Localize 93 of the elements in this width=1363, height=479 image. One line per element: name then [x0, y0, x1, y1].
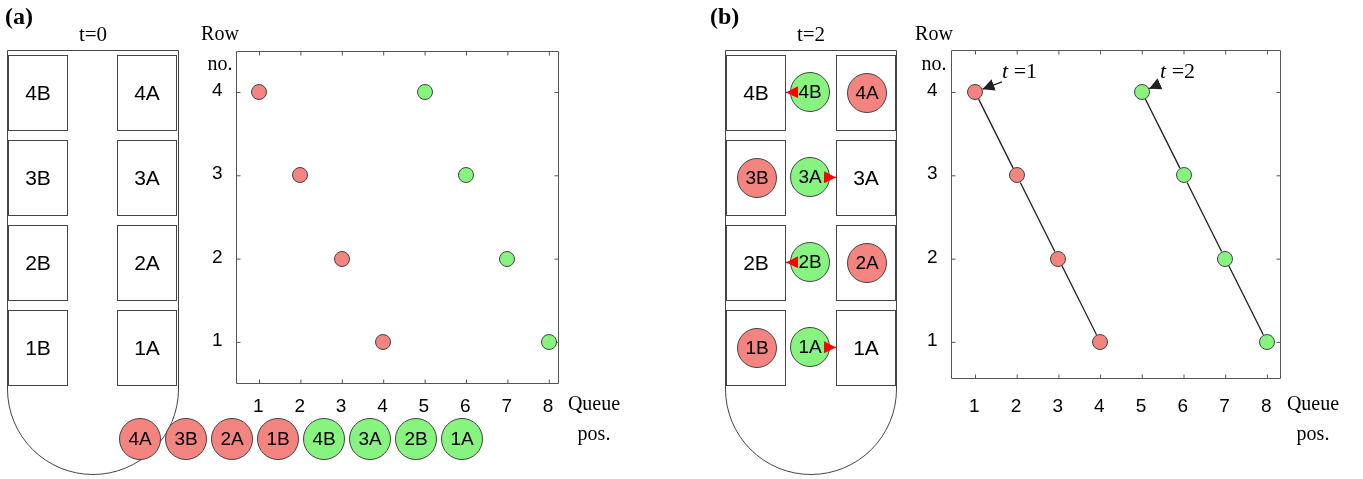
tick-label: 7	[501, 395, 512, 417]
tick-label: 2	[927, 245, 938, 268]
seat: 3A	[836, 140, 896, 216]
passenger-marker: 2A	[847, 243, 887, 283]
tick-label: 5	[1135, 395, 1147, 417]
seat: 3B	[8, 140, 68, 216]
data-point	[540, 333, 557, 350]
seat: 1A	[117, 310, 177, 386]
tick-label: 5	[418, 395, 430, 417]
panel-label: (b)	[710, 3, 740, 30]
connecting-line	[1061, 265, 1098, 336]
arrow	[785, 86, 799, 99]
data-point	[333, 250, 350, 267]
data-point	[967, 84, 983, 100]
axis-title: Queue pos.	[1285, 391, 1341, 447]
data-point	[1133, 84, 1150, 100]
data-point	[1217, 250, 1234, 267]
tick-label: 3	[335, 395, 347, 417]
tick-label: 4	[1094, 395, 1105, 417]
data-point	[1175, 167, 1192, 184]
passenger-marker: 3A	[790, 157, 830, 197]
seat: 2A	[117, 225, 177, 301]
data-point	[1050, 250, 1067, 267]
time-label: t=0	[78, 22, 108, 47]
seat	[836, 225, 896, 301]
seat: 1B	[8, 310, 68, 386]
connecting-line	[1186, 181, 1223, 253]
seat: 1A	[836, 310, 896, 386]
passenger-marker: 1A	[790, 327, 830, 367]
tick-label: 6	[460, 395, 471, 417]
data-point	[1008, 167, 1025, 184]
data-point	[458, 167, 474, 184]
time-annotation: t =1	[1002, 58, 1054, 86]
tick-label: 8	[542, 395, 554, 417]
data-point	[375, 333, 392, 350]
seat: 4A	[117, 55, 177, 131]
seat: 2B	[726, 225, 786, 301]
arrow	[823, 171, 837, 184]
passenger-marker: 4B	[790, 72, 830, 112]
data-point	[1258, 333, 1275, 350]
tick-label: 3	[1052, 395, 1063, 417]
tick-label: 2	[294, 395, 305, 417]
passenger-marker: 3B	[165, 418, 207, 460]
seat: 4B	[726, 55, 786, 131]
tick-label: 4	[377, 395, 388, 417]
seat	[836, 55, 896, 131]
leader-line	[1148, 78, 1163, 90]
data-point	[292, 167, 309, 184]
connecting-line	[1144, 98, 1181, 169]
seat	[726, 310, 786, 386]
axis-title: Queue pos.	[566, 391, 622, 447]
connecting-line	[1019, 181, 1056, 253]
axis-title: Row no.	[200, 21, 240, 76]
connecting-line	[977, 98, 1014, 169]
tick-label: 2	[1010, 395, 1022, 417]
arrow	[823, 341, 837, 354]
passenger-marker: 2B	[395, 418, 437, 460]
passenger-marker: 1B	[737, 328, 777, 368]
seat: 3A	[117, 140, 177, 216]
data-point	[251, 84, 267, 100]
seat: 2B	[8, 225, 68, 301]
tick-label: 4	[927, 79, 938, 101]
arrow	[785, 256, 799, 269]
seat	[726, 140, 786, 216]
time-annotation: t =2	[1160, 58, 1212, 86]
tick-label: 3	[927, 162, 938, 185]
passenger-marker: 1B	[257, 418, 299, 460]
tick-label: 2	[212, 245, 223, 268]
passenger-marker: 4B	[303, 418, 345, 460]
tick-label: 8	[1260, 395, 1272, 417]
passenger-marker: 3A	[349, 418, 391, 460]
tick-label: 3	[212, 162, 223, 185]
connecting-line	[1228, 265, 1264, 336]
passenger-marker: 4A	[847, 73, 887, 113]
panel-label: (a)	[5, 3, 33, 30]
data-point	[1092, 333, 1109, 350]
tick-label: 4	[212, 79, 223, 101]
passenger-marker: 3B	[737, 158, 777, 198]
tick-label: 6	[1177, 395, 1189, 417]
tick-label: 1	[253, 395, 264, 417]
axis-title: Row no.	[914, 21, 954, 76]
data-point	[416, 84, 433, 100]
passenger-marker: 1A	[441, 418, 483, 460]
tick-label: 1	[212, 328, 223, 351]
passenger-marker: 2A	[211, 418, 253, 460]
leader-line	[981, 79, 1003, 91]
tick-label: 1	[927, 328, 938, 351]
data-point	[499, 250, 516, 267]
time-label: t=2	[796, 22, 826, 47]
tick-label: 7	[1219, 395, 1230, 417]
passenger-marker: 2B	[790, 242, 830, 282]
seat: 4B	[8, 55, 68, 131]
tick-label: 1	[969, 395, 980, 417]
